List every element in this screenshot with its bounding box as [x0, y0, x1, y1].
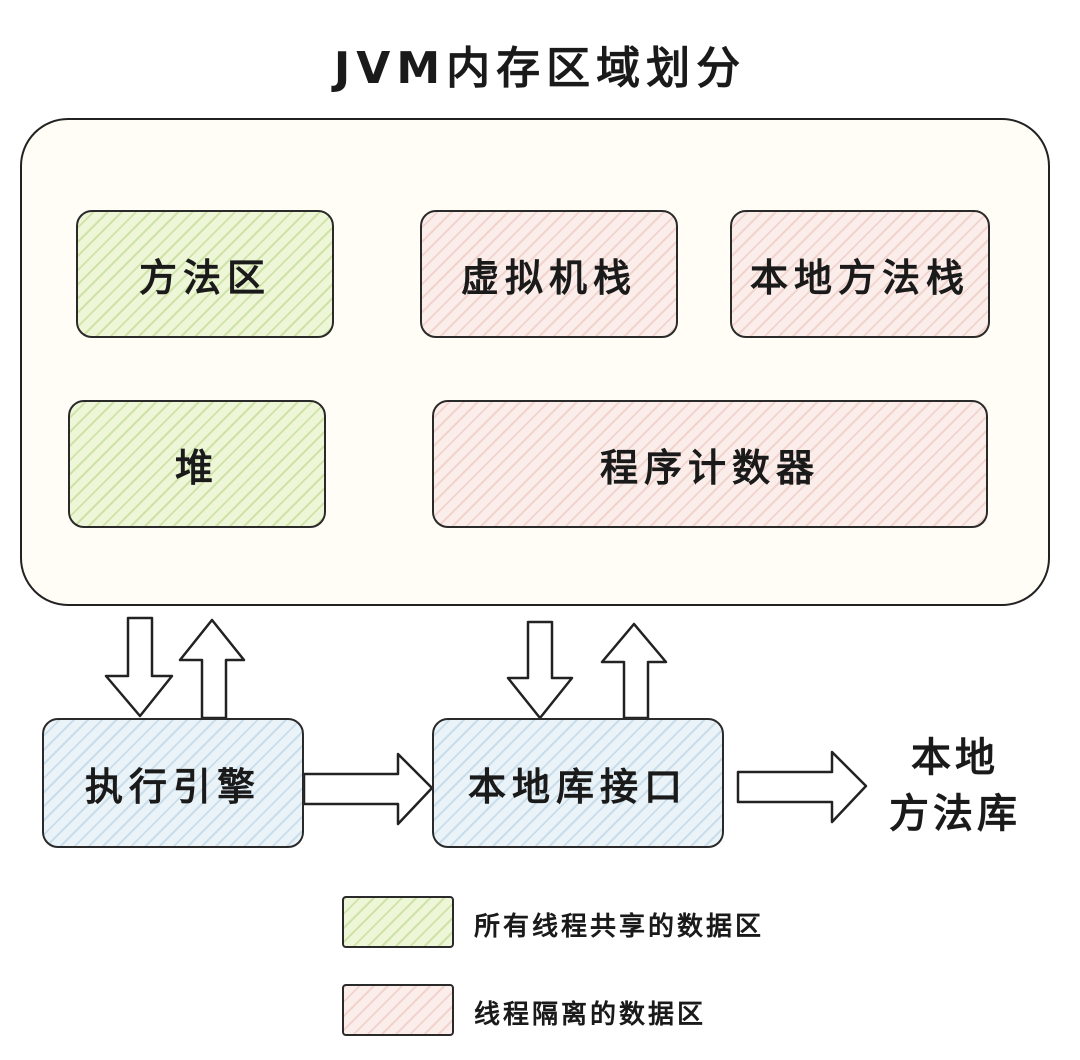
legend-label-isolated: 线程隔离的数据区 [474, 1000, 707, 1030]
down-arrow-engine [104, 616, 174, 718]
native-library-label: 本地 方法库 [870, 730, 1040, 842]
right-arrow-engine-to-interface [302, 752, 434, 826]
up-arrow-engine [178, 618, 246, 720]
native-interface-box: 本地库接口 [432, 718, 724, 848]
heap-box: 堆 [68, 400, 326, 528]
program-counter-box: 程序计数器 [432, 400, 988, 528]
up-arrow-interface [600, 622, 668, 720]
legend-swatch-isolated [342, 984, 454, 1036]
vm-stack-box: 虚拟机栈 [420, 210, 678, 338]
native-library-label-line2: 方法库 [889, 791, 1021, 837]
diagram-title: JVM内存区域划分 [333, 43, 747, 94]
legend-label-shared: 所有线程共享的数据区 [474, 912, 765, 942]
down-arrow-interface [506, 620, 574, 720]
right-arrow-interface-to-library [736, 750, 868, 824]
legend-swatch-shared [342, 896, 454, 948]
native-method-stack-box: 本地方法栈 [730, 210, 990, 338]
method-area-box: 方法区 [76, 210, 334, 338]
native-library-label-line1: 本地 [911, 735, 999, 781]
execution-engine-box: 执行引擎 [42, 718, 304, 848]
